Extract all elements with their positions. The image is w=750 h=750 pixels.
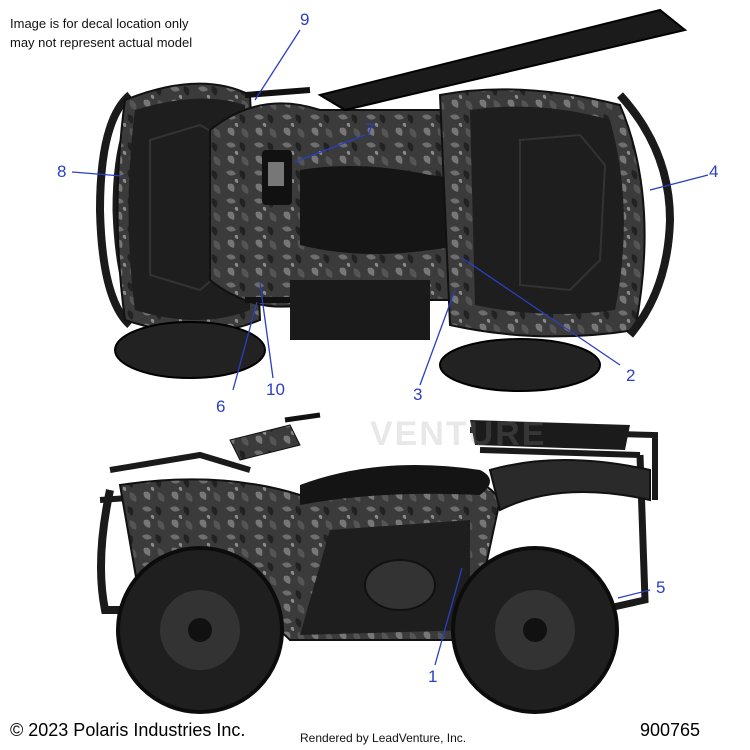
part-number: 900765 (640, 720, 701, 740)
leader-line-7 (294, 134, 366, 163)
callout-7: 7 (365, 120, 375, 139)
leader-line-5 (617, 589, 651, 599)
callout-5: 5 (656, 578, 666, 597)
side-view-vehicle (97, 412, 658, 714)
decal-disclaimer: Image is for decal location only may not… (10, 14, 192, 52)
leader-line-2 (461, 257, 621, 366)
callout-1: 1 (428, 667, 438, 686)
copyright-text: © 2023 Polaris Industries Inc. (10, 720, 246, 740)
leader-line-1 (434, 567, 463, 666)
callout-10: 10 (266, 380, 285, 399)
top-view-vehicle (95, 8, 688, 392)
watermark: VENTURE (370, 415, 547, 453)
callout-6: 6 (216, 397, 226, 416)
leader-line-6 (232, 301, 258, 391)
disclaimer-line-1: Image is for decal location only (10, 16, 189, 31)
callout-2: 2 (626, 366, 636, 385)
callout-9: 9 (300, 10, 310, 29)
leader-line-4 (649, 174, 709, 191)
callout-8: 8 (57, 162, 67, 181)
callout-3: 3 (413, 385, 423, 404)
rendered-by-text: Rendered by LeadVenture, Inc. (300, 731, 467, 745)
leader-line-9 (254, 29, 301, 101)
leader-lines (71, 29, 709, 666)
callout-4: 4 (709, 162, 719, 181)
leader-line-8 (71, 171, 123, 177)
disclaimer-line-2: may not represent actual model (10, 35, 193, 50)
leader-line-3 (419, 289, 456, 386)
leader-line-10 (259, 282, 274, 379)
